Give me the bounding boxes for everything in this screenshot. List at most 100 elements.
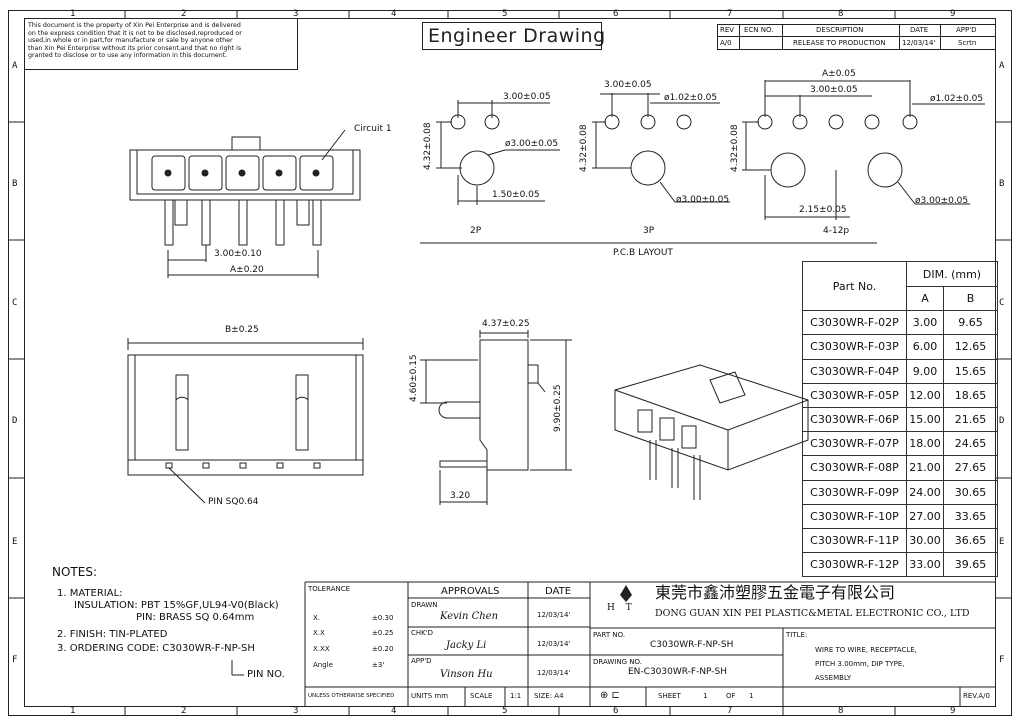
- part-no-value: C3030WR-F-NP-SH: [650, 640, 734, 650]
- dim-label: 1.50±0.05: [492, 190, 540, 200]
- grid-col: 6: [613, 9, 619, 19]
- scale-label: SCALE: [470, 692, 493, 700]
- grid-row: E: [12, 537, 18, 547]
- approvals-name: Vinson Hu: [440, 669, 493, 680]
- grid-col: 9: [950, 9, 956, 19]
- dim-cell: 27.65: [943, 455, 998, 481]
- dim-cell: 3.00: [906, 310, 944, 336]
- logo-mark: [620, 585, 632, 602]
- tolerance-cell: X.XX: [313, 645, 330, 653]
- disclaimer-line: used,in whole or in part,for manufacture…: [28, 37, 233, 45]
- dim-label: 4.32±0.08: [730, 124, 740, 172]
- grid-row: C: [12, 298, 18, 308]
- title-line: ASSEMBLY: [815, 674, 852, 682]
- tolerance-footer: UNLESS OTHERWISE SPECIFIED: [308, 693, 395, 699]
- grid-col: 4: [391, 706, 397, 716]
- approvals-label: CHK'D: [411, 629, 434, 637]
- scale-value: 1:1: [510, 692, 522, 700]
- revision-divider: [717, 36, 996, 37]
- approvals-date: 12/03/14': [537, 669, 571, 677]
- disclaimer-line: This document is the property of Xin Pei…: [28, 22, 241, 29]
- dim-cell: 21.00: [906, 455, 944, 481]
- projection-icon: ⊕ ⊏: [600, 690, 620, 701]
- dim-cell: 18.00: [906, 431, 944, 457]
- revision-cell: 12/03/14': [902, 39, 936, 47]
- sheet-label: SHEET: [658, 692, 681, 700]
- part-cell: C3030WR-F-02P: [802, 310, 907, 336]
- dim-cell: 24.00: [906, 479, 944, 505]
- dim-label: 4.37±0.25: [482, 319, 530, 329]
- dim-label: PIN SQ0.64: [208, 497, 259, 507]
- part-no-label: PART NO.: [593, 631, 626, 639]
- tolerance-title: TOLERANCE: [308, 585, 351, 593]
- disclaimer-line: on the express condition that it is not …: [28, 29, 242, 37]
- company-name-en: DONG GUAN XIN PEI PLASTIC&METAL ELECTRON…: [655, 608, 970, 619]
- dim-label: ø1.02±0.05: [664, 93, 718, 103]
- grid-row: D: [12, 416, 18, 426]
- company-logo: H T: [607, 603, 636, 613]
- contact-3: [238, 169, 246, 177]
- size: SIZE: A4: [534, 692, 564, 700]
- notes-line: PIN: BRASS SQ 0.64mm: [136, 612, 255, 623]
- part-cell: C3030WR-F-08P: [802, 455, 907, 481]
- approvals-label: APP'D: [411, 657, 432, 665]
- grid-row: D: [999, 416, 1005, 426]
- dim-cell: 18.65: [943, 382, 998, 408]
- grid-row: B: [12, 179, 18, 189]
- disclaimer-line: than Xin Pei Enterprise without its prio…: [28, 44, 242, 52]
- revision-header: APP'D: [956, 26, 977, 34]
- dim-cell: 15.65: [943, 358, 998, 384]
- grid-col: 7: [727, 706, 733, 716]
- grid-row: A: [12, 61, 18, 71]
- parts-header: B: [943, 285, 998, 312]
- contact-1: [164, 169, 172, 177]
- revision-border: [717, 24, 996, 50]
- tolerance-cell: ±0.25: [372, 629, 394, 637]
- dim-label: ø3.00±0.05: [915, 196, 969, 206]
- revision-col: [739, 24, 740, 50]
- parts-header: DIM. (mm): [906, 261, 998, 287]
- notes-line: PIN NO.: [247, 669, 285, 680]
- disclaimer-box: [24, 18, 298, 70]
- parts-header: Part No.: [802, 260, 907, 312]
- dim-cell: 39.65: [943, 552, 998, 578]
- approvals-date-title: DATE: [545, 586, 572, 597]
- title-line: WIRE TO WIRE, RECEPTACLE,: [815, 646, 917, 654]
- dim-label: 4.32±0.08: [579, 124, 589, 172]
- view-label: 3P: [643, 226, 655, 236]
- part-cell: C3030WR-F-07P: [802, 431, 907, 457]
- view-label: 4-12p: [823, 226, 850, 236]
- dim-label: 3.00±0.05: [503, 92, 551, 102]
- grid-col: 7: [727, 9, 733, 19]
- page-title: Engineer Drawing: [428, 25, 606, 47]
- revision-header: DESCRIPTION: [816, 26, 864, 34]
- grid-col: 5: [502, 706, 508, 716]
- company-name-cn: 東莞市鑫沛塑膠五金電子有限公司: [655, 583, 896, 602]
- dim-cell: 33.00: [906, 552, 944, 578]
- drawing-no-label: DRAWING NO.: [593, 658, 642, 666]
- dim-label: A±0.20: [230, 265, 264, 275]
- title-label: TITLE:: [786, 631, 808, 639]
- tolerance-cell: ±3': [372, 661, 385, 669]
- dim-label: ø1.02±0.05: [930, 94, 984, 104]
- grid-col: 4: [391, 9, 397, 19]
- part-cell: C3030WR-F-05P: [802, 382, 907, 408]
- dim-cell: 9.00: [906, 358, 944, 384]
- grid-col: 2: [181, 9, 187, 19]
- dim-cell: 30.65: [943, 479, 998, 505]
- dim-label: 4.60±0.15: [409, 354, 419, 402]
- dim-label: 3.20: [450, 491, 471, 501]
- dim-cell: 36.65: [943, 527, 998, 554]
- grid-row: E: [999, 537, 1005, 547]
- revision-col: [899, 24, 900, 50]
- view-label: P.C.B LAYOUT: [613, 248, 673, 258]
- drawing-no-value: EN-C3030WR-F-NP-SH: [628, 667, 728, 677]
- revision-cell: Scrtn: [958, 39, 977, 47]
